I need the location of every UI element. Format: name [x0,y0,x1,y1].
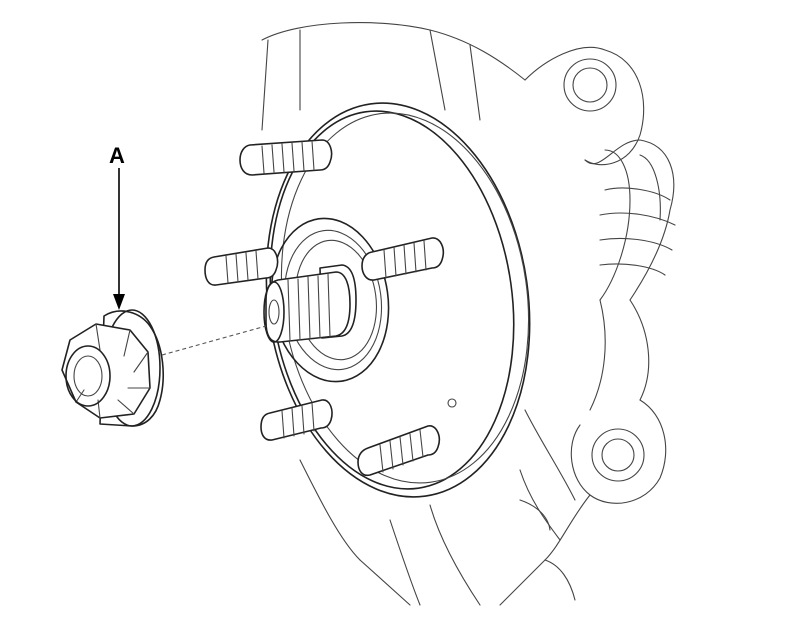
assembly-guide-line [161,325,267,356]
wheel-stud [260,399,333,441]
wheel-studs [204,139,445,477]
drive-shaft-spline [263,264,357,343]
hub-lock-nut [61,309,164,427]
callout-label-a: A [109,143,125,168]
wheel-stud [204,247,279,286]
wheel-stud [239,139,333,176]
wheel-stud [361,237,445,281]
callout-arrow [113,168,125,310]
steering-knuckle [261,22,676,606]
wheel-stud [357,425,441,477]
